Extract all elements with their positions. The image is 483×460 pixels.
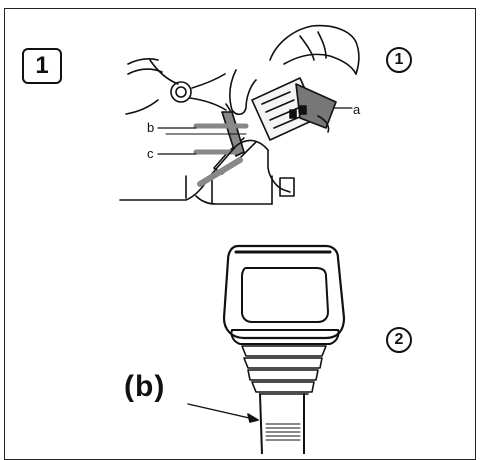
filler-cap-drawing [222, 244, 346, 454]
label-b: b [147, 120, 155, 135]
label-b-mark: (b) [124, 370, 166, 403]
b-mark-arrow [187, 403, 259, 423]
handlebar-drawing [125, 58, 227, 115]
step-number-badge: 1 [22, 48, 62, 84]
sub-step-1-marker: 1 [386, 47, 412, 73]
label-c: c [147, 146, 154, 161]
label-a: a [353, 102, 361, 117]
engine-case-drawing [119, 139, 295, 205]
leader-lines [157, 107, 353, 155]
sub-step-2-marker: 2 [386, 327, 412, 353]
